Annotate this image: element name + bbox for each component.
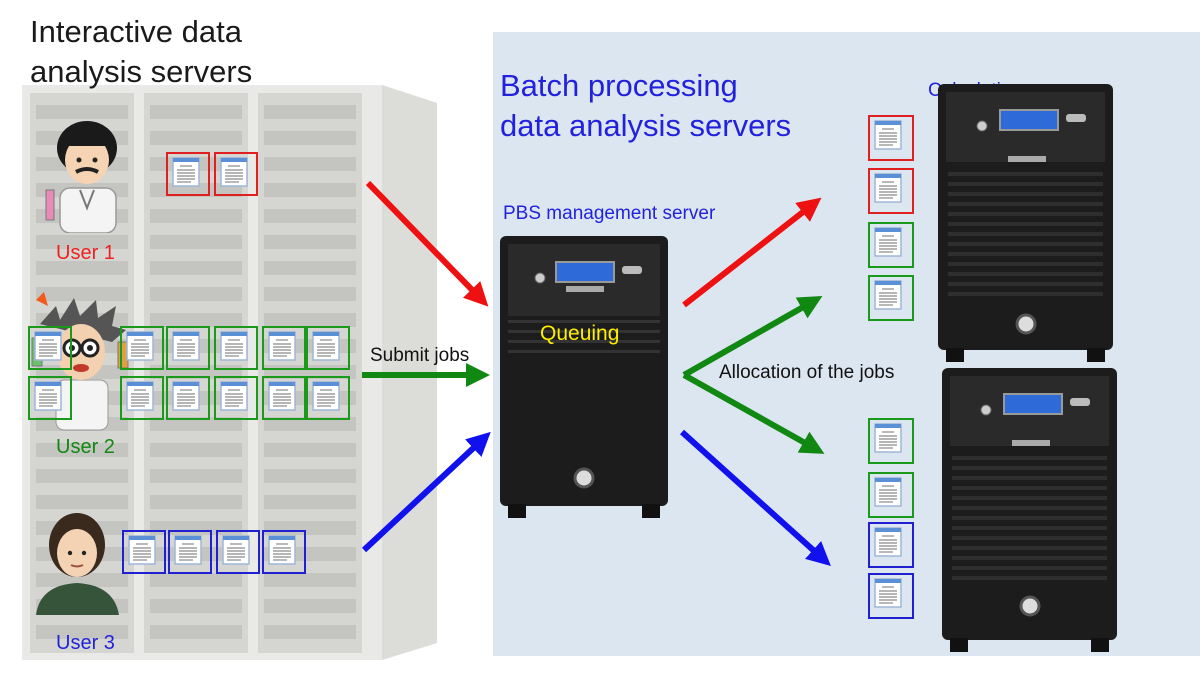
user1-avatar [42,108,132,233]
user2-job-doc [306,376,350,420]
user3-job-doc [168,530,212,574]
interactive-servers-title: Interactive data analysis servers [30,14,253,89]
user2-job-doc [28,376,72,420]
user2-job-doc [120,376,164,420]
user3-job-doc [122,530,166,574]
user2-job-doc [214,326,258,370]
user2-label: User 2 [56,436,115,458]
user1-submit-arrow [365,180,489,307]
calculation-server-1 [938,84,1113,362]
user3-label: User 3 [56,632,115,654]
user2-job-doc [306,326,350,370]
user2-job-doc [262,326,306,370]
alloc-arrow-blue [679,429,831,567]
user1-label: User 1 [56,242,115,264]
batch-servers-title: Batch processing data analysis servers [500,68,792,143]
queuing-label: Queuing [540,322,620,345]
user3-submit-arrow [361,431,491,553]
pbs-management-server [500,236,668,518]
user1-job-doc [166,152,210,196]
user1-job-doc [214,152,258,196]
calc-server-1-job-doc [868,275,914,321]
user2-avatar [26,292,136,432]
submit-jobs-label: Submit jobs [370,345,470,366]
calc-server-1-job-doc [868,222,914,268]
user2-job-doc [166,326,210,370]
user3-job-doc [216,530,260,574]
calc-server-2-job-doc [868,522,914,568]
user2-job-doc [28,326,72,370]
calc-server-2-job-doc [868,418,914,464]
calc-server-1-job-doc [868,168,914,214]
pbs-server-label: PBS management server [503,203,716,224]
user2-job-doc [120,326,164,370]
calc-server-2-job-doc [868,472,914,518]
user3-job-doc [262,530,306,574]
user3-avatar [30,505,125,615]
calculation-server-2 [942,368,1117,652]
user2-job-doc [262,376,306,420]
user2-job-doc [166,376,210,420]
calc-server-2-job-doc [868,573,914,619]
alloc-arrow-green-up [682,296,823,378]
calc-server-1-job-doc [868,115,914,161]
allocation-label: Allocation of the jobs [719,362,895,383]
user2-job-doc [214,376,258,420]
alloc-arrow-red [682,197,822,308]
alloc-arrow-green-down [682,372,825,454]
